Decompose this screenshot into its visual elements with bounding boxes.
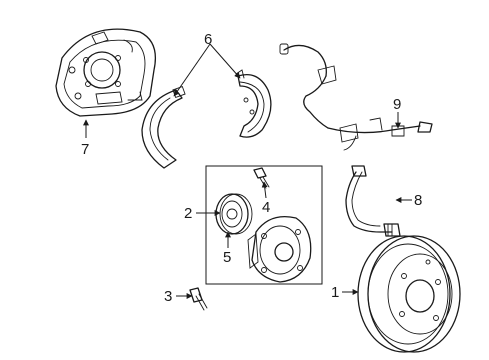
hub-flange <box>247 215 312 283</box>
brake-hose <box>345 165 401 237</box>
callout-3: 3 <box>164 288 172 305</box>
callout-2: 2 <box>184 205 192 222</box>
hub-assembly-box <box>205 165 323 285</box>
callout-7: 7 <box>81 141 89 158</box>
callout-5: 5 <box>223 249 231 266</box>
hub-bolt <box>253 167 270 189</box>
callout-1: 1 <box>331 284 339 301</box>
brake-drum <box>357 235 461 353</box>
brake-shoe-right <box>235 69 272 138</box>
bolt-part-3 <box>189 287 208 311</box>
callout-6: 6 <box>204 31 212 48</box>
backing-plate <box>55 28 157 117</box>
bearing <box>215 193 253 235</box>
callout-4: 4 <box>262 199 270 216</box>
callout-9: 9 <box>393 96 401 113</box>
callout-8: 8 <box>414 192 422 209</box>
abs-sensor-wire <box>279 43 433 151</box>
leader-lines <box>83 43 412 299</box>
